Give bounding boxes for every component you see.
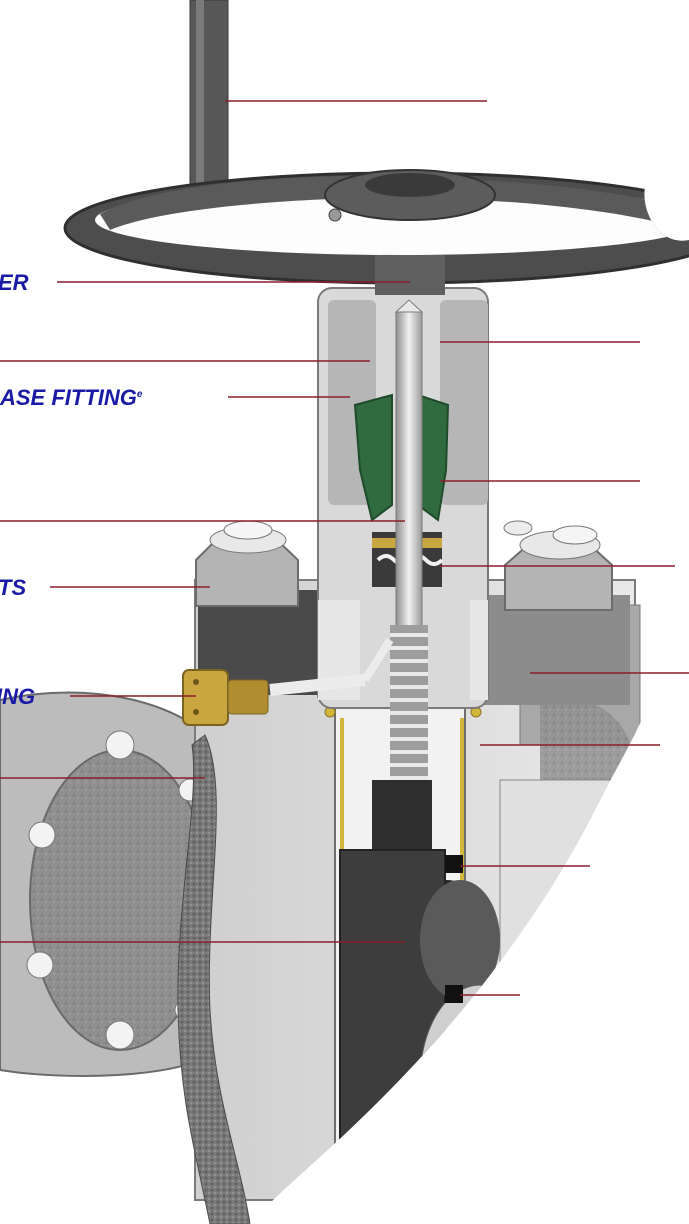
flange-bolt-hole: [105, 1020, 135, 1050]
leader-lines: [0, 100, 689, 996]
callout-grease-fitting-text: ASE FITTING: [0, 385, 137, 410]
bonnet-bolts: [195, 520, 613, 611]
callout-handwheel-adapter: ER: [0, 270, 29, 295]
bonnet: [198, 287, 630, 709]
callout-lubrication-fitting: ING: [0, 684, 35, 709]
callout-labels: ER ASE FITTINGe TS ING: [0, 270, 143, 709]
callout-bonnet-bolts: TS: [0, 575, 26, 600]
lubrication-fitting: [182, 637, 394, 726]
hose: [177, 734, 251, 1224]
flange-bolt-hole: [105, 730, 135, 760]
flange-bolt-hole: [26, 951, 54, 979]
flange-bolt-hole: [28, 821, 56, 849]
callout-grease-fitting: ASE FITTINGe: [0, 385, 143, 410]
end-flange: [0, 691, 253, 1077]
handwheel: [63, 0, 689, 295]
callout-grease-fitting-mark: e: [137, 389, 143, 400]
